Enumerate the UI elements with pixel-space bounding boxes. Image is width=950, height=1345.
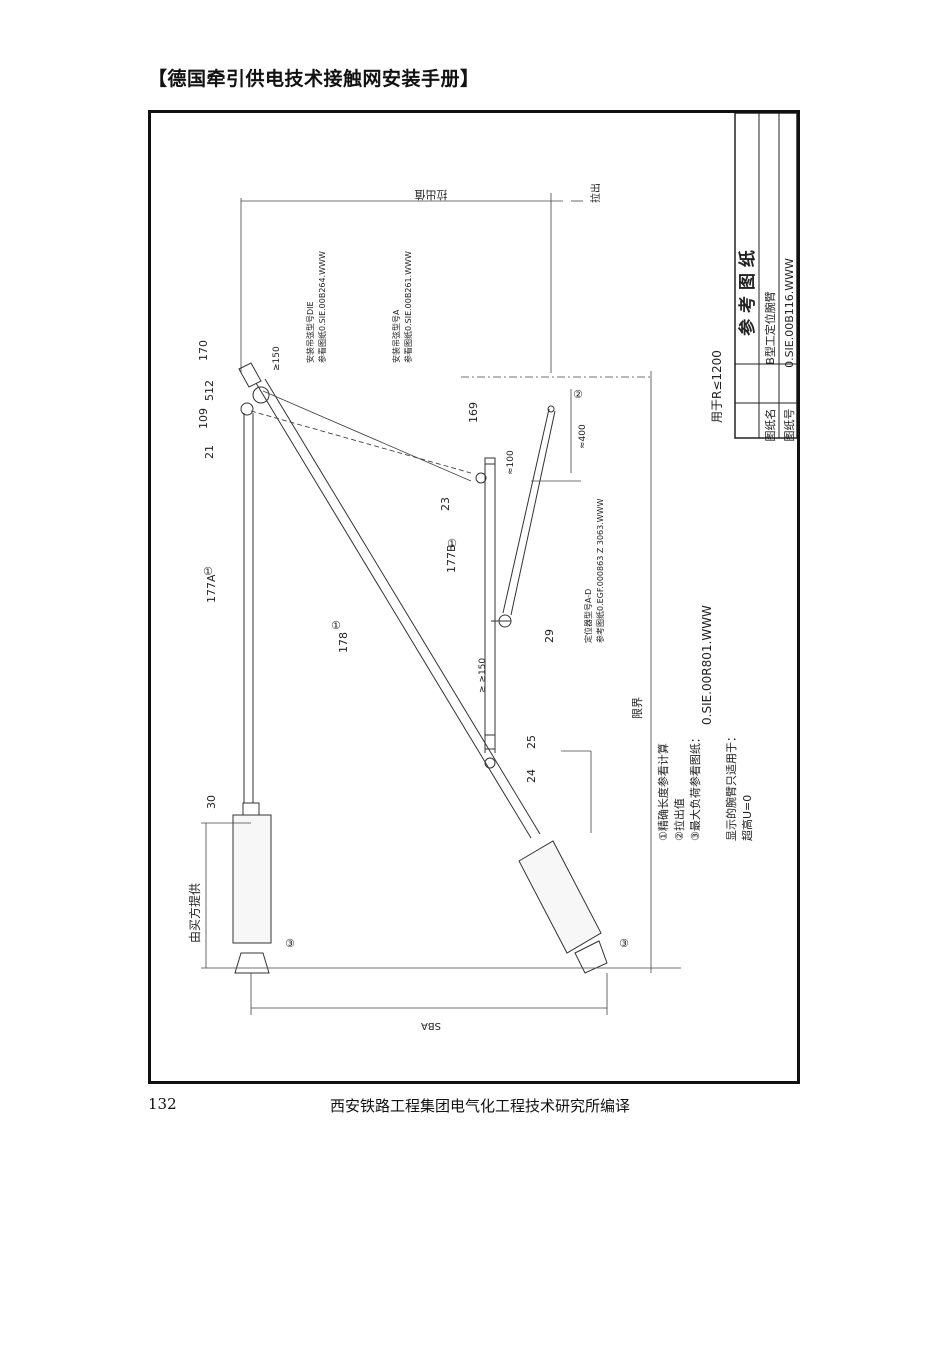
label-109: 109 (197, 408, 210, 429)
marker-1-b: ① (331, 619, 341, 632)
note-line-1: ①精确长度参看计算 (656, 743, 670, 841)
note-line-2: ②拉出值 (672, 798, 686, 841)
note-line-4: 显示的腕臂只适用于： (724, 731, 738, 841)
dim-top-label: 拉出值 (415, 188, 448, 202)
marker-2: ② (573, 388, 583, 401)
steady-arm (491, 405, 556, 628)
note-radius: 用于R≤1200 (710, 350, 724, 423)
registration-tube (475, 457, 496, 769)
title-block: 参 考 图 纸 图纸名 B型工定位腕臂 图纸号 0.SIE.00B116.WWW (734, 112, 798, 442)
title-block-name-value: B型工定位腕臂 (763, 291, 777, 365)
dim-150: ≥150 (272, 346, 282, 371)
label-170: 170 (197, 340, 210, 361)
document-header: 【德国牵引供电技术接触网安装手册】 (148, 68, 480, 90)
label-177A: 177A (205, 574, 218, 603)
dim-400: ≈400 (578, 424, 588, 449)
label-169: 169 (467, 402, 480, 423)
note-hanger-die-ref: 参看图纸0.SIE.00B264.WWW (317, 251, 327, 363)
technical-drawing: 参 考 图 纸 图纸名 B型工定位腕臂 图纸号 0.SIE.00B116.WWW… (187, 112, 798, 1031)
label-25: 25 (525, 735, 538, 749)
marker-3-b: ③ (619, 937, 629, 950)
note-steady-arm: 定位器型号A-D (583, 589, 593, 643)
note-main-ref: 0.SIE.00R801.WWW (700, 605, 714, 725)
title-block-heading: 参 考 图 纸 (737, 250, 758, 336)
label-178: 178 (337, 632, 350, 653)
stay-wire (250, 390, 472, 482)
label-21: 21 (203, 445, 216, 459)
clearance-lines (461, 371, 652, 973)
dim-150b: ≥ ≥150 (478, 658, 488, 693)
label-23: 23 (439, 497, 452, 511)
label-512: 512 (203, 380, 216, 401)
top-cap (238, 362, 270, 416)
left-insulator (232, 802, 272, 974)
dim-100: ≈100 (506, 450, 516, 475)
diagonal-tube (255, 378, 541, 839)
label-30: 30 (205, 795, 218, 809)
marker-1-a: ① (203, 565, 213, 578)
drawing-frame: 参 考 图 纸 图纸名 B型工定位腕臂 图纸号 0.SIE.00B116.WWW… (148, 110, 800, 1084)
bottom-dimension (201, 822, 681, 1015)
title-block-name-label: 图纸名 (763, 409, 777, 442)
note-hanger-die: 安装吊弦型号DIE (305, 301, 315, 363)
marker-1-c: ① (447, 537, 457, 550)
label-177B: 177B (445, 544, 458, 573)
top-dimension (240, 193, 583, 373)
page-number: 132 (148, 1095, 177, 1113)
footer-publisher: 西安铁路工程集团电气化工程技术研究所编译 (330, 1097, 631, 1115)
note-line-3: ③最大负荷参看图纸： (688, 732, 702, 841)
marker-3-a: ③ (285, 937, 295, 950)
title-block-number-value: 0.SIE.00B116.WWW (783, 258, 796, 368)
upper-vertical-tube (243, 413, 254, 803)
title-block-number-label: 图纸号 (783, 409, 796, 442)
note-steady-arm-ref: 参考图纸0.EGF.000863 Z 3063.WWW (595, 498, 605, 643)
note-hanger-a-ref: 参看图纸0.SIE.00B261.WWW (403, 251, 413, 363)
note-limit: 限界 (631, 697, 644, 719)
right-insulator (518, 840, 608, 974)
label-29: 29 (543, 629, 556, 643)
dim-bottom-label: SBA (421, 1020, 441, 1031)
note-line-5: 超高U=0 (740, 795, 754, 841)
dim-top-right-label: 拉出 (589, 183, 602, 203)
note-hanger-a: 安装吊弦型号A (391, 309, 401, 363)
label-24: 24 (525, 769, 538, 783)
note-provided: 由买方提供 (187, 883, 202, 943)
